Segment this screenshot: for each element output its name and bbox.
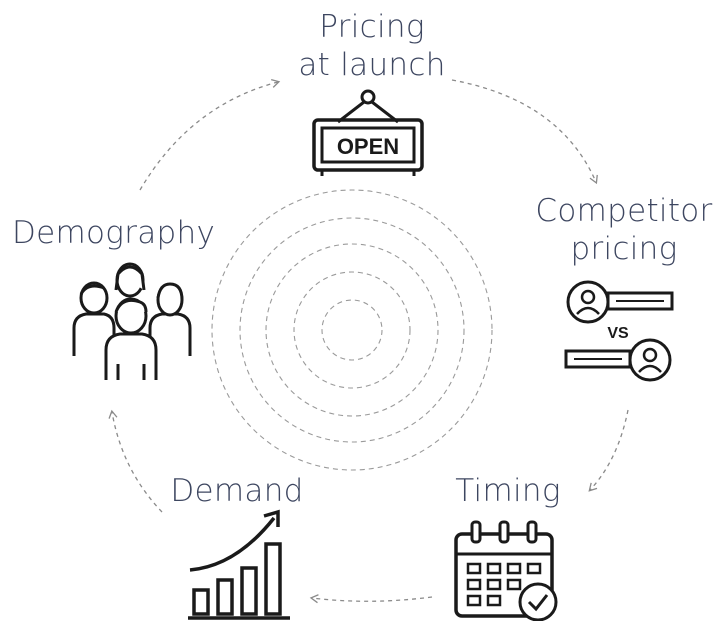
node-demand-label: Demand [160, 472, 314, 510]
arrow-pricing-to-competitor [451, 79, 598, 185]
ring-4 [293, 271, 411, 389]
node-timing-label: Timing [446, 472, 570, 510]
ring-3 [265, 243, 439, 417]
node-competitor-line-2: pricing [570, 231, 678, 267]
growth-chart-icon [186, 508, 296, 621]
node-competitor-line-1: Competitor [535, 193, 713, 229]
arrow-competitor-to-timing [588, 409, 629, 492]
node-timing-line-1: Timing [455, 473, 561, 509]
node-demography-line-1: Demography [12, 215, 216, 251]
node-pricing-line-1: Pricing [319, 9, 425, 45]
ring-2 [239, 217, 465, 443]
node-pricing-label: Pricing at launch [284, 8, 460, 84]
arrow-demography-to-pricing [139, 79, 281, 191]
node-competitor-label: Competitor pricing [532, 192, 716, 268]
open-sign-icon: OPEN [308, 86, 428, 178]
people-group-icon [68, 260, 196, 382]
node-demography-label: Demography [12, 214, 215, 252]
open-sign-text: OPEN [337, 134, 399, 159]
vs-text: VS [607, 325, 629, 342]
arrow-timing-to-demand [309, 594, 433, 604]
calendar-check-icon [450, 516, 566, 621]
ring-inner [321, 299, 383, 361]
ring-outer [211, 189, 493, 471]
node-demand-line-1: Demand [170, 473, 304, 509]
arrow-demand-to-demography [108, 409, 163, 513]
node-pricing-line-2: at launch [298, 47, 446, 83]
competitor-vs-icon: VS [562, 278, 678, 386]
concentric-rings [211, 189, 493, 471]
